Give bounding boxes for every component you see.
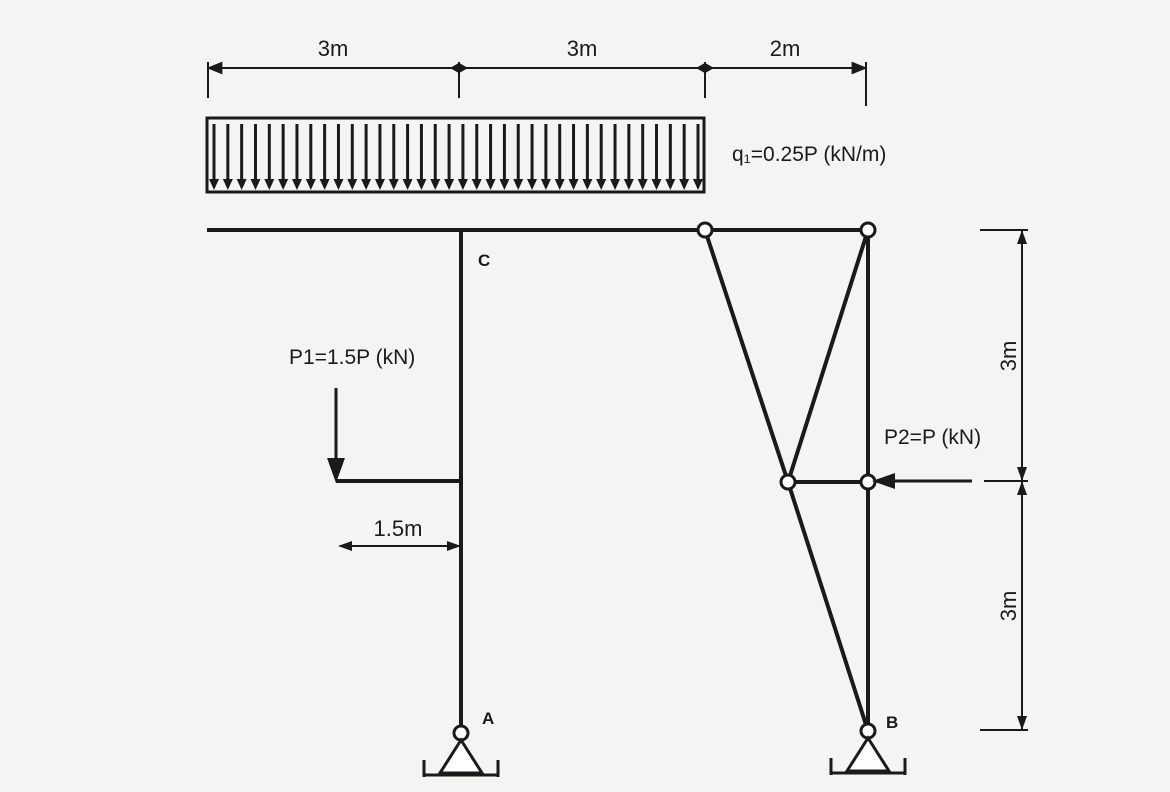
load-p2-arrow	[872, 473, 972, 489]
dimension-label-top-2: 3m	[567, 36, 598, 61]
point-label-b: B	[886, 713, 898, 732]
load-arrow-head	[693, 179, 703, 190]
top-dimension-line	[206, 61, 868, 106]
distributed-load	[205, 116, 706, 194]
load-arrow-head	[416, 179, 427, 190]
load-arrow-head	[665, 179, 676, 190]
load-arrow-head	[540, 179, 551, 190]
load-arrow-head	[388, 179, 399, 190]
point-label-c: C	[478, 251, 490, 270]
hinge-truss-mid-left	[779, 473, 797, 491]
load-arrow-head	[305, 179, 316, 190]
load-arrow-head	[278, 179, 289, 190]
load-arrow-head	[402, 179, 413, 190]
support-b	[829, 735, 907, 775]
load-arrow-head	[471, 179, 482, 190]
load-arrow-head	[209, 179, 219, 190]
load-arrow-head	[610, 179, 621, 190]
offset-dimension	[338, 541, 461, 551]
load-arrow-head	[250, 179, 261, 190]
dimension-label-right-1: 3m	[996, 341, 1021, 372]
load-arrow-head	[430, 179, 441, 190]
load-arrow-head	[679, 179, 690, 190]
offset-dimension-label: 1.5m	[374, 516, 423, 541]
load-arrow-head	[333, 179, 344, 190]
load-arrow-head	[596, 179, 607, 190]
load-arrow-head	[527, 179, 538, 190]
load-arrow-head	[444, 179, 455, 190]
load-arrow-head	[236, 179, 247, 190]
load-p1-label: P1=1.5P (kN)	[289, 346, 415, 369]
load-arrow-head	[347, 179, 358, 190]
load-arrow-head	[651, 179, 662, 190]
point-label-a: A	[482, 709, 494, 728]
hinge-beam-right	[859, 221, 877, 239]
load-arrow-head	[499, 179, 510, 190]
load-arrow-head	[582, 179, 593, 190]
dimension-label-right-2: 3m	[996, 591, 1021, 622]
load-p1-arrow	[327, 388, 345, 483]
hinge-truss-mid-right	[859, 473, 877, 491]
load-arrow-head	[623, 179, 634, 190]
truss	[703, 229, 870, 732]
dimension-label-top-3: 2m	[770, 36, 801, 61]
support-a	[422, 737, 500, 777]
load-arrow-head	[554, 179, 565, 190]
load-arrow-head	[637, 179, 648, 190]
distributed-load-label: q₁=0.25P (kN/m)	[732, 143, 886, 166]
hinge-beam-left	[696, 221, 714, 239]
load-arrow-head	[291, 179, 302, 190]
load-p2-label: P2=P (kN)	[884, 426, 981, 449]
load-arrow-head	[361, 179, 372, 190]
dimension-label-top-1: 3m	[318, 36, 349, 61]
load-arrow-head	[457, 179, 468, 190]
load-arrow-head	[568, 179, 579, 190]
load-arrow-head	[319, 179, 330, 190]
load-arrow-head	[513, 179, 524, 190]
load-arrow-head	[374, 179, 385, 190]
right-dimension-line	[980, 229, 1028, 731]
load-arrow-head	[222, 179, 233, 190]
load-arrow-head	[264, 179, 275, 190]
load-arrow-head	[485, 179, 496, 190]
